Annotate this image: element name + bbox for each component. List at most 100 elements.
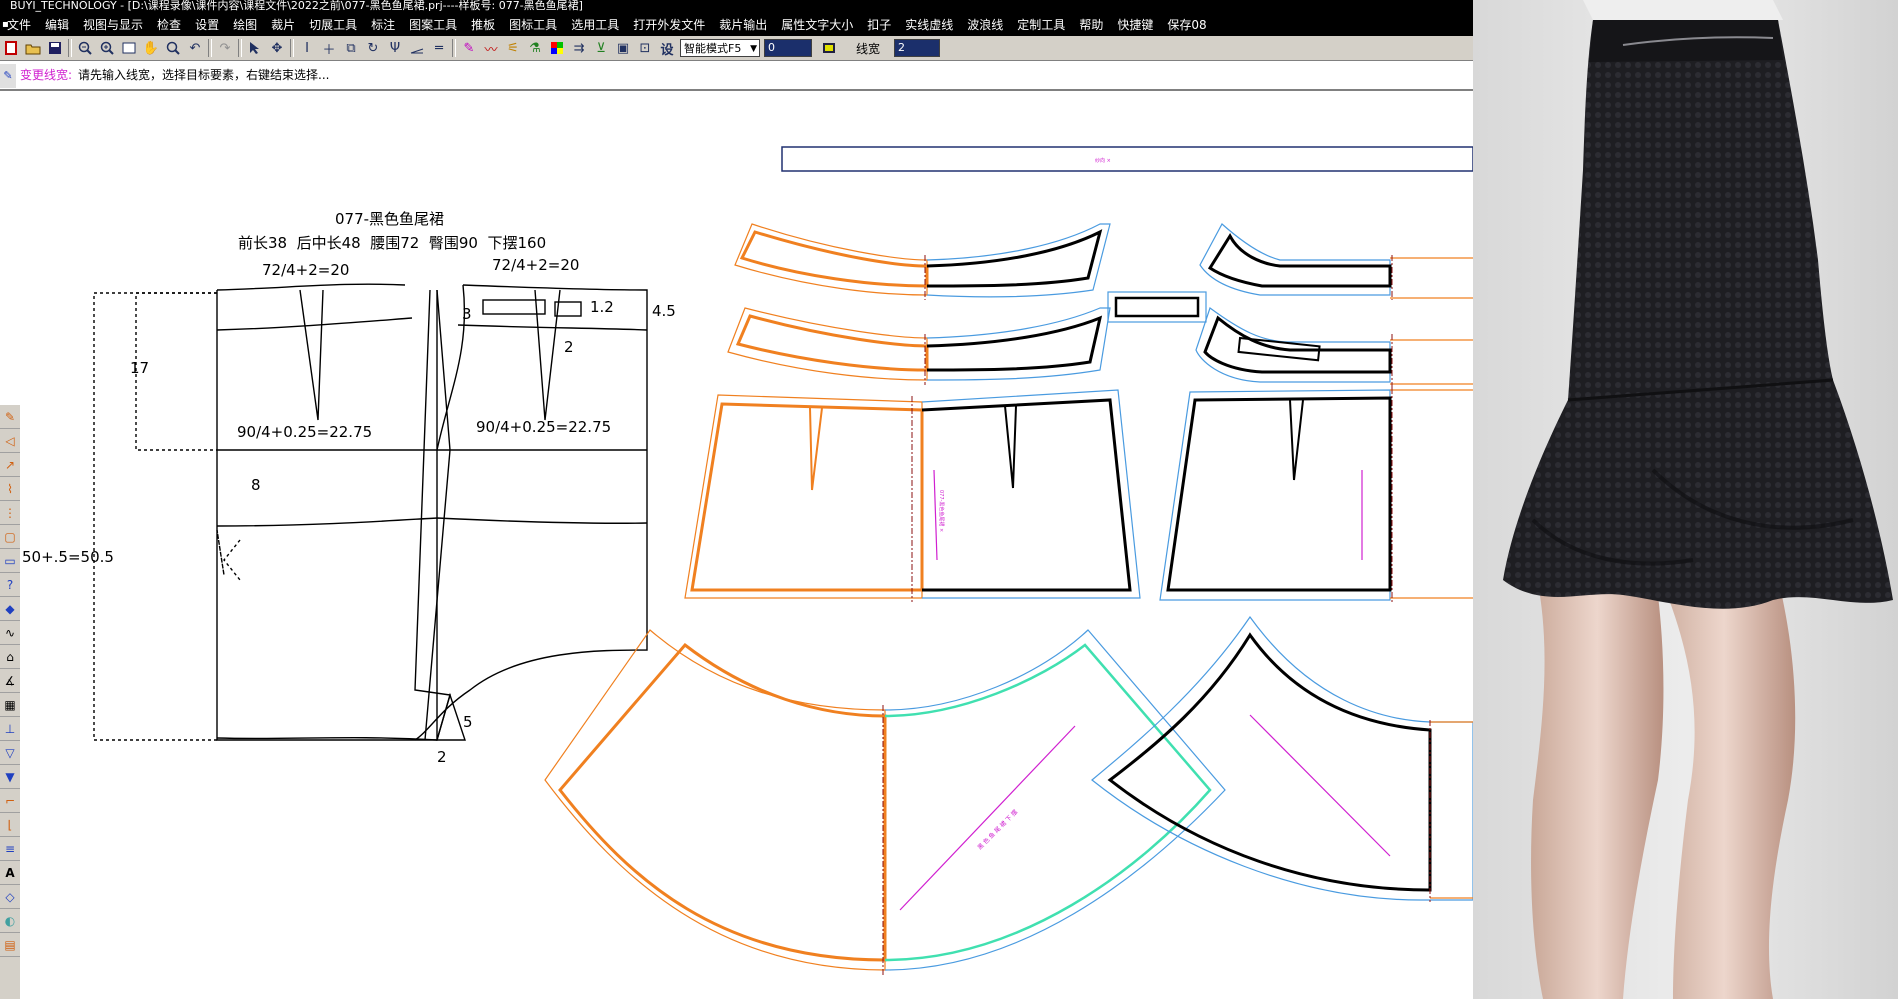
curve-icon[interactable]: 〰	[484, 42, 498, 58]
menu-item-20[interactable]: 帮助	[1079, 17, 1104, 32]
fill-icon[interactable]: ◐	[0, 909, 20, 933]
menu-item-22[interactable]: 保存08	[1167, 17, 1207, 32]
ruler-icon[interactable]: ⌇	[0, 477, 20, 501]
menu-item-21[interactable]: 快捷键	[1117, 17, 1154, 32]
menu-item-19[interactable]: 定制工具	[1017, 17, 1066, 32]
rotate-icon[interactable]: ↻	[367, 40, 379, 56]
house-icon[interactable]: ⌂	[0, 645, 20, 669]
point-icon[interactable]: ✎	[463, 40, 475, 56]
bracket-icon[interactable]: ⌐	[0, 789, 20, 813]
grid-icon[interactable]: ▦	[0, 693, 20, 717]
zoom-in-icon[interactable]	[96, 37, 118, 59]
back-hem-arc	[216, 737, 438, 741]
cross-icon[interactable]: ＋	[322, 42, 336, 58]
down-icon[interactable]: ▼	[0, 765, 20, 789]
menu-item-10[interactable]: 推板	[471, 17, 496, 32]
menu-item-7[interactable]: 切展工具	[309, 17, 358, 32]
frame-icon[interactable]: ▢	[0, 525, 20, 549]
zoom-window-icon[interactable]	[162, 37, 184, 59]
flare-piece-right	[1091, 615, 1474, 902]
select-icon[interactable]	[244, 37, 266, 59]
zoom-out-icon[interactable]	[74, 37, 96, 59]
mirror-icon[interactable]: ⧉	[346, 40, 356, 56]
list-icon[interactable]: ≡	[0, 837, 20, 861]
hem-extension-label: 5	[463, 713, 473, 731]
draft-measurements: 前长38 后中长48 腰围72 臀围90 下摆160	[238, 234, 546, 252]
undo-icon[interactable]: ↶	[189, 40, 201, 56]
dart-fold-icon[interactable]: ⊻	[596, 40, 606, 56]
corner-icon[interactable]: ⌊	[0, 813, 20, 837]
hip-depth-label: 17	[130, 359, 149, 377]
menu-item-3[interactable]: 检查	[157, 17, 182, 32]
app-icon: ▪	[2, 18, 9, 30]
arrow-icon[interactable]: ↗	[0, 453, 20, 477]
redo-icon[interactable]: ↷	[219, 40, 231, 56]
shape-icon[interactable]: ◆	[0, 597, 20, 621]
waistband-strip	[781, 146, 1474, 172]
tag-icon[interactable]: ◇	[0, 885, 20, 909]
number-input[interactable]: 0	[764, 39, 812, 57]
menu-item-17[interactable]: 实线虚线	[905, 17, 954, 32]
align-icon[interactable]: ⊥	[0, 717, 20, 741]
grade-icon[interactable]: ⇉	[573, 40, 585, 56]
menu-item-16[interactable]: 扣子	[867, 17, 892, 32]
mode-select[interactable]: 智能模式F5▼	[680, 39, 760, 57]
menu-item-0[interactable]: 文件	[7, 17, 32, 32]
menu-item-2[interactable]: 视图与显示	[83, 17, 144, 32]
menu-item-1[interactable]: 编辑	[45, 17, 70, 32]
move-icon[interactable]: ✥	[271, 40, 283, 56]
menu-item-14[interactable]: 裁片输出	[719, 17, 768, 32]
funnel-icon[interactable]: ▽	[0, 741, 20, 765]
line-width-label: 线宽	[856, 41, 881, 56]
menu-item-18[interactable]: 波浪线	[967, 17, 1004, 32]
color-icon[interactable]	[546, 37, 568, 59]
open-icon[interactable]	[22, 37, 44, 59]
field-icon[interactable]: ⊡	[639, 40, 651, 56]
command-hint: 请先输入线宽，选择目标要素，右键结束选择...	[78, 68, 330, 82]
menu-item-11[interactable]: 图标工具	[509, 17, 558, 32]
text-icon[interactable]: Ⅰ	[305, 40, 309, 56]
line-width-input[interactable]: 2	[894, 39, 941, 57]
fit-icon[interactable]	[118, 37, 140, 59]
pocket-below-label: 2	[564, 338, 574, 356]
yoke-piece-front-top	[1199, 223, 1473, 300]
triangle-icon[interactable]: ◁	[0, 429, 20, 453]
menu-item-4[interactable]: 设置	[195, 17, 220, 32]
drawing-canvas[interactable]: 077-黑色鱼尾裙 前长38 后中长48 腰围72 臀围90 下摆160 72/…	[0, 90, 1474, 999]
command-prompt-bar: ✎变更线宽:请先输入线宽，选择目标要素，右键结束选择...	[0, 61, 1473, 91]
extra-tool-icon[interactable]: ▤	[0, 933, 20, 957]
left-tool-palette: ✎ ◁ ↗ ⌇ ⋮ ▢ ▭ ? ◆ ∿ ⌂ ∡ ▦ ⊥ ▽ ▼ ⌐ ⌊ ≡ A …	[0, 405, 20, 999]
menu-item-8[interactable]: 标注	[371, 17, 396, 32]
menu-item-15[interactable]: 属性文字大小	[781, 17, 854, 32]
dart-icon[interactable]: ⚗	[529, 40, 541, 56]
notch-icon[interactable]: ⚟	[507, 40, 519, 56]
svg-text:黑 色 鱼 尾 裙 下 摆: 黑 色 鱼 尾 裙 下 摆	[976, 808, 1019, 851]
menu-item-12[interactable]: 选用工具	[571, 17, 620, 32]
draft-title: 077-黑色鱼尾裙	[335, 210, 444, 228]
new-icon[interactable]	[0, 37, 22, 59]
front-yoke-line	[457, 324, 648, 331]
measure-icon[interactable]: Ψ	[389, 40, 401, 56]
menu-item-9[interactable]: 图案工具	[409, 17, 458, 32]
pattern-icon[interactable]: 设	[660, 42, 674, 58]
pan-icon[interactable]: ✋	[142, 40, 160, 56]
menu-item-13[interactable]: 打开外发文件	[633, 17, 706, 32]
image-icon[interactable]: ▣	[616, 40, 630, 56]
help-icon[interactable]: ?	[0, 573, 20, 597]
split-icon[interactable]: ⋮	[0, 501, 20, 525]
line-icon[interactable]	[406, 37, 428, 59]
total-length-label: 50+.5=50.5	[22, 548, 114, 566]
menu-item-6[interactable]: 裁片	[271, 17, 296, 32]
parallel-icon[interactable]: ═	[435, 40, 443, 56]
window-icon[interactable]: ▭	[0, 549, 20, 573]
yoke-piece-front-bottom	[1195, 307, 1473, 388]
pen-icon[interactable]: ✎	[0, 405, 20, 429]
confirm-icon[interactable]	[818, 37, 840, 59]
curve-tool-icon[interactable]: ∿	[0, 621, 20, 645]
save-icon[interactable]	[44, 37, 66, 59]
text-tool-icon[interactable]: A	[0, 861, 20, 885]
back-piece-outline	[216, 290, 438, 741]
flare-offset-label: 8	[251, 476, 261, 494]
menu-item-5[interactable]: 绘图	[233, 17, 258, 32]
notch-tool-icon[interactable]: ∡	[0, 669, 20, 693]
